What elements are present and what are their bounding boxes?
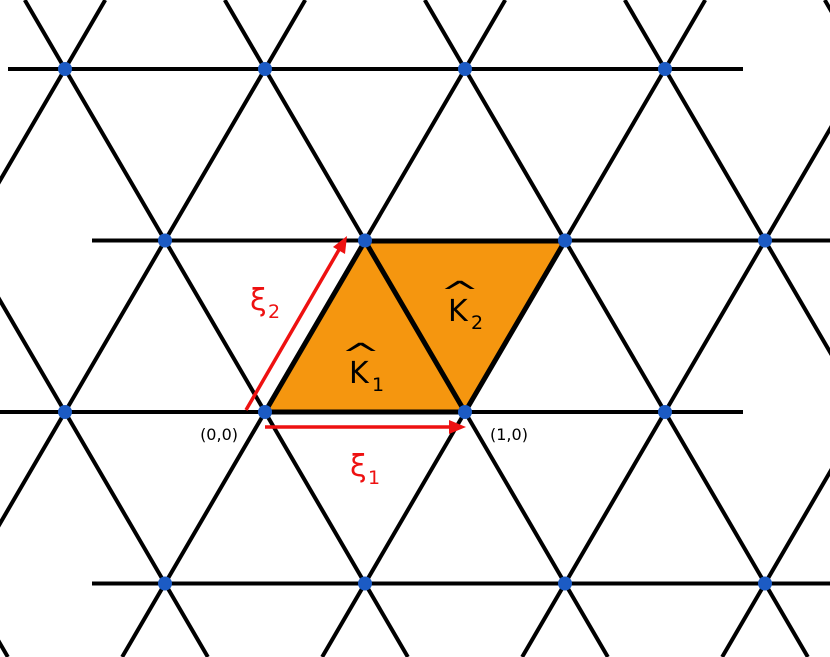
lattice-node: [158, 576, 172, 591]
xi2-subscript: 2: [268, 301, 280, 323]
reference-cell-edge: [262, 239, 368, 414]
lattice-diagonal-line: [0, 296, 210, 657]
lattice-node: [358, 576, 372, 591]
k2-label: K: [448, 294, 469, 329]
reference-cell-outline: [262, 238, 568, 415]
reference-cell-edge: [462, 239, 568, 414]
reference-triangle-k2: [365, 241, 565, 412]
reference-triangle-k1: [265, 241, 465, 412]
lattice-diagonal-line: [0, 0, 307, 528]
lattice-node: [158, 233, 172, 248]
lattice-diagonal-line: [823, 0, 830, 13]
lattice-node: [458, 405, 472, 419]
lattice-node: [58, 62, 72, 76]
k2-hat: ^: [440, 276, 480, 310]
lattice-node: [258, 62, 272, 76]
lattice-node: [658, 405, 672, 419]
lattice-diagonal-line: [520, 125, 830, 657]
lattice-node: [58, 405, 72, 419]
xi1-subscript: 1: [368, 467, 380, 489]
basis-vectors: [244, 236, 466, 434]
lattice-diagonal-line: [0, 639, 10, 657]
lattice-node: [758, 233, 772, 248]
lattice-nodes: [58, 62, 772, 591]
lattice-node: [758, 576, 772, 591]
reference-cell-edge: [362, 239, 468, 414]
lattice-diagonal-line: [623, 0, 830, 356]
lattice-node: [358, 233, 372, 248]
xi2-arrowhead: [333, 236, 347, 254]
k1-hat: ^: [341, 338, 381, 372]
lattice-node: [458, 62, 472, 76]
lattice-node: [558, 576, 572, 591]
xi1-label: ξ: [350, 449, 367, 484]
lattice-node: [558, 233, 572, 248]
lattice-diagonal-line: [720, 468, 830, 657]
k1-subscript: 1: [372, 374, 384, 396]
k1-label: K: [349, 356, 370, 391]
lattice-node: [658, 62, 672, 76]
lattice-diagonal-line: [23, 0, 410, 657]
xi2-label: ξ: [250, 283, 267, 318]
reference-cell-fills: [265, 241, 565, 412]
origin-label: (0,0): [200, 425, 238, 444]
lattice-diagonal-line: [423, 0, 810, 657]
k2-subscript: 2: [471, 312, 483, 334]
lattice-node: [258, 405, 272, 419]
xi1-arrowhead: [449, 420, 466, 434]
xi2-arrow: [244, 247, 342, 411]
lattice-diagonal-line: [0, 0, 107, 185]
unit-x-label: (1,0): [490, 425, 528, 444]
diagram-labels: (0,0) (1,0) ξ 1 ξ 2 ^ K 1 ^ K 2: [200, 276, 528, 489]
